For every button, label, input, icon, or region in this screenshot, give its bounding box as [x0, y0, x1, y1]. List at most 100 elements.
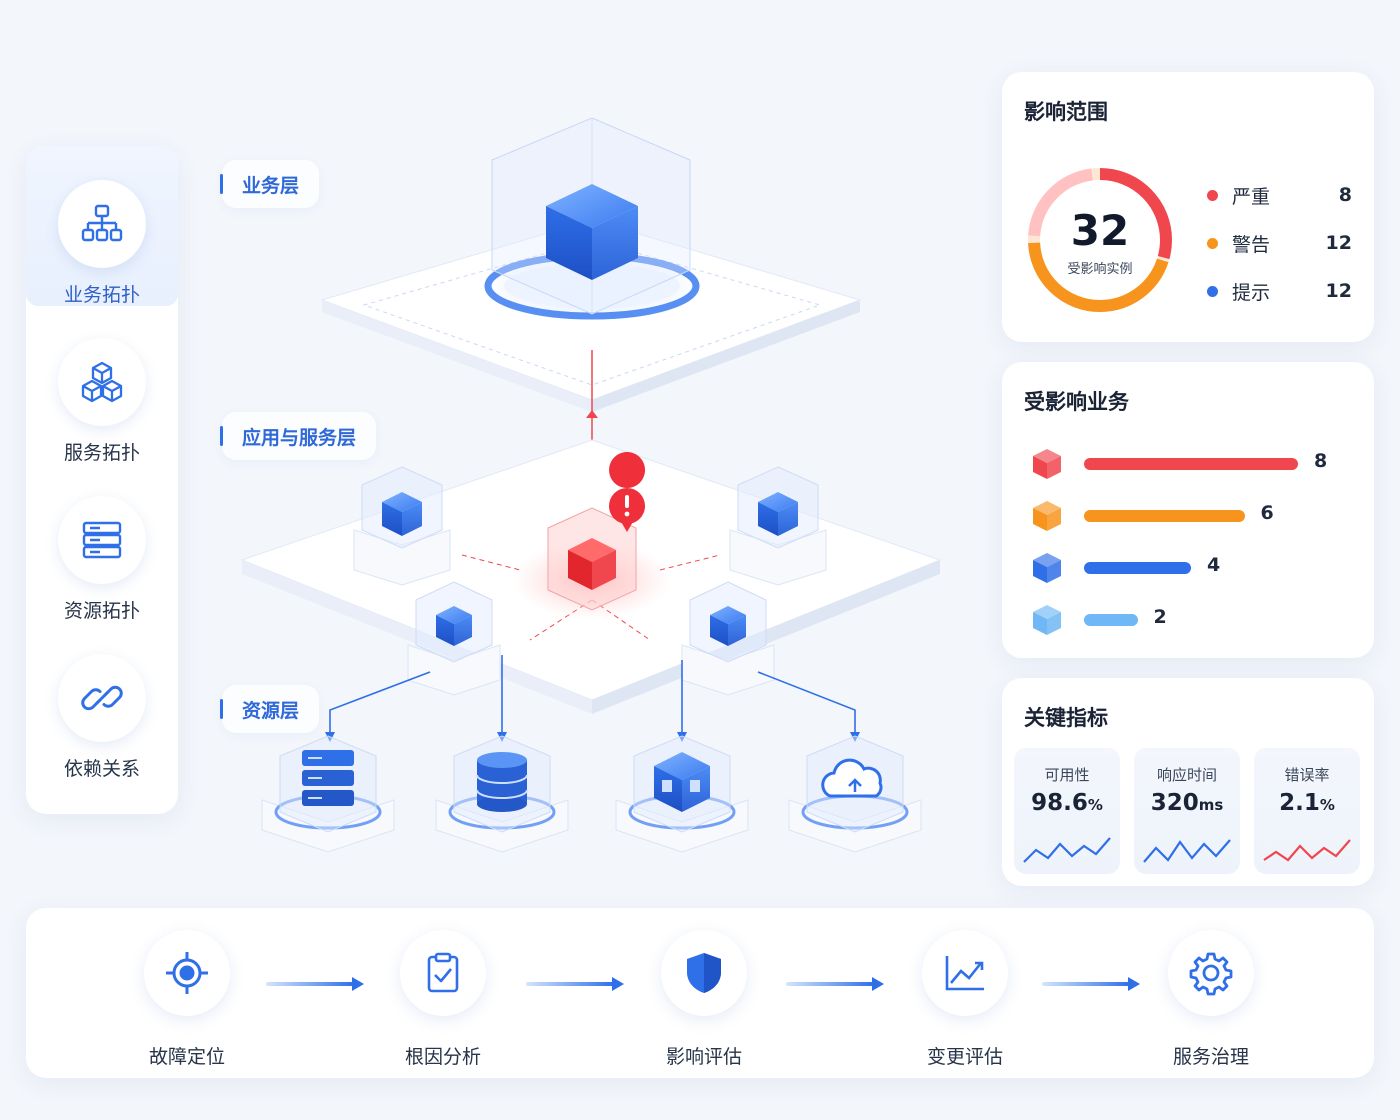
- donut-segment-1: [1028, 168, 1172, 312]
- sparkline-error-rate: [1263, 839, 1351, 862]
- sidebar-item-label: 依赖关系: [63, 758, 140, 780]
- metric-value: 320ms: [1150, 790, 1224, 816]
- sidebar-item-dependency[interactable]: 依赖关系: [26, 620, 178, 780]
- cube-icon: [1033, 501, 1061, 531]
- cloud-icon[interactable]: [788, 735, 922, 853]
- layer-label-business: 业务层: [219, 160, 320, 208]
- sidebar-item-label: 业务拓扑: [63, 284, 140, 306]
- governance-flow: 故障定位 根因分析 影响评估: [26, 908, 1374, 1078]
- alert-icon[interactable]: [609, 452, 646, 532]
- metric-label: 响应时间: [1156, 766, 1217, 784]
- server-stack-icon[interactable]: [261, 735, 395, 853]
- topology-diagram: [180, 100, 1000, 900]
- warning-dot: [1207, 237, 1218, 249]
- affected-business-card: 受影响业务 8 6 4 2: [1002, 362, 1374, 658]
- clipboard-check-icon: [400, 930, 486, 1016]
- flow-step-label: 影响评估: [665, 1046, 742, 1068]
- flow-step-label: 故障定位: [148, 1046, 225, 1068]
- legend-value: 12: [1325, 232, 1352, 254]
- card-title: 受影响业务: [1024, 390, 1129, 414]
- impact-total: 32: [1070, 206, 1130, 255]
- business-bar-row[interactable]: 2: [1030, 602, 1360, 638]
- flow-arrow-icon: [266, 977, 364, 991]
- business-bar-value: 8: [1314, 450, 1328, 472]
- legend-label: 警告: [1232, 233, 1271, 256]
- database-icon[interactable]: [435, 735, 569, 853]
- resource-connectors: [329, 655, 856, 740]
- shield-icon: [661, 930, 747, 1016]
- flow-arrow-icon: [786, 977, 884, 991]
- business-bar-value: 4: [1207, 554, 1221, 576]
- flow-step-label: 变更评估: [926, 1046, 1003, 1068]
- flow-step-label: 服务治理: [1172, 1046, 1249, 1068]
- cube-icon: [1033, 605, 1061, 635]
- service-node-1[interactable]: [353, 466, 451, 586]
- service-node-2[interactable]: [729, 466, 827, 586]
- key-metrics-card: 关键指标 可用性 98.6% 响应时间 320ms 错误率 2.1%: [1002, 678, 1374, 886]
- hierarchy-icon: [58, 180, 146, 268]
- impact-scope-card: 影响范围 32 受影响实例 严重 8 警告 12 提示 12: [1002, 72, 1374, 342]
- legend-severe: 严重 8: [1207, 180, 1352, 210]
- business-bar-row[interactable]: 6: [1030, 498, 1360, 534]
- legend-info: 提示 12: [1207, 276, 1352, 306]
- impact-total-label: 受影响实例: [1067, 262, 1133, 277]
- sidebar-item-label: 资源拓扑: [63, 600, 140, 622]
- sidebar-item-resource-topology[interactable]: 资源拓扑: [26, 462, 178, 622]
- layer-label-resource: 资源层: [219, 685, 320, 733]
- flow-arrow-icon: [1042, 977, 1140, 991]
- business-bar-value: 6: [1260, 502, 1274, 524]
- business-bar: [1084, 458, 1298, 470]
- server-icon: [58, 496, 146, 584]
- flow-arrow-icon: [526, 977, 624, 991]
- impact-donut: 32 受影响实例: [1022, 162, 1178, 318]
- flow-step-root-cause[interactable]: 根因分析: [373, 930, 513, 1069]
- business-bar-value: 2: [1153, 606, 1167, 628]
- container-icon[interactable]: [615, 735, 749, 853]
- service-node-4[interactable]: [681, 581, 775, 696]
- card-title: 关键指标: [1024, 706, 1108, 730]
- business-bar: [1084, 510, 1245, 522]
- metric-response-time[interactable]: 响应时间 320ms: [1134, 748, 1240, 874]
- gear-icon: [1168, 930, 1254, 1016]
- donut-segment-0: [1028, 168, 1172, 312]
- legend-value: 12: [1325, 280, 1352, 302]
- metric-availability[interactable]: 可用性 98.6%: [1014, 748, 1120, 874]
- cubes-icon: [58, 338, 146, 426]
- flow-step-change-assessment[interactable]: 变更评估: [895, 930, 1035, 1069]
- cube-icon: [1033, 449, 1061, 479]
- sparkline-availability: [1023, 837, 1111, 863]
- legend-label: 提示: [1232, 281, 1271, 304]
- layer-label-service: 应用与服务层: [219, 412, 377, 460]
- severe-dot: [1207, 189, 1218, 201]
- metric-error-rate[interactable]: 错误率 2.1%: [1254, 748, 1360, 874]
- legend-label: 严重: [1232, 185, 1271, 208]
- trend-chart-icon: [922, 930, 1008, 1016]
- faulty-service-node[interactable]: [512, 507, 672, 620]
- cube-icon: [1033, 553, 1061, 583]
- flow-step-service-governance[interactable]: 服务治理: [1141, 930, 1281, 1069]
- flow-step-impact-assessment[interactable]: 影响评估: [634, 930, 774, 1069]
- metric-label: 错误率: [1284, 766, 1330, 784]
- business-cube-icon: [546, 184, 638, 280]
- sidebar-item-business-topology[interactable]: 业务拓扑: [26, 146, 178, 306]
- sidebar-nav: 业务拓扑 服务拓扑 资源拓扑: [26, 146, 178, 814]
- sidebar-item-service-topology[interactable]: 服务拓扑: [26, 304, 178, 464]
- metric-value: 98.6%: [1031, 790, 1103, 816]
- sidebar-item-label: 服务拓扑: [63, 442, 140, 464]
- legend-value: 8: [1338, 184, 1352, 206]
- sparkline-response-time: [1143, 839, 1231, 863]
- target-icon: [144, 930, 230, 1016]
- business-bar: [1084, 614, 1138, 626]
- metric-value: 2.1%: [1279, 790, 1335, 816]
- business-bar: [1084, 562, 1191, 574]
- card-title: 影响范围: [1024, 100, 1108, 124]
- business-bar-row[interactable]: 8: [1030, 446, 1360, 482]
- info-dot: [1207, 285, 1218, 297]
- legend-warning: 警告 12: [1207, 228, 1352, 258]
- link-icon: [58, 654, 146, 742]
- metric-label: 可用性: [1044, 766, 1090, 784]
- business-bar-row[interactable]: 4: [1030, 550, 1360, 586]
- service-node-3[interactable]: [407, 581, 501, 696]
- flow-step-fault-location[interactable]: 故障定位: [117, 930, 257, 1069]
- flow-step-label: 根因分析: [404, 1046, 481, 1068]
